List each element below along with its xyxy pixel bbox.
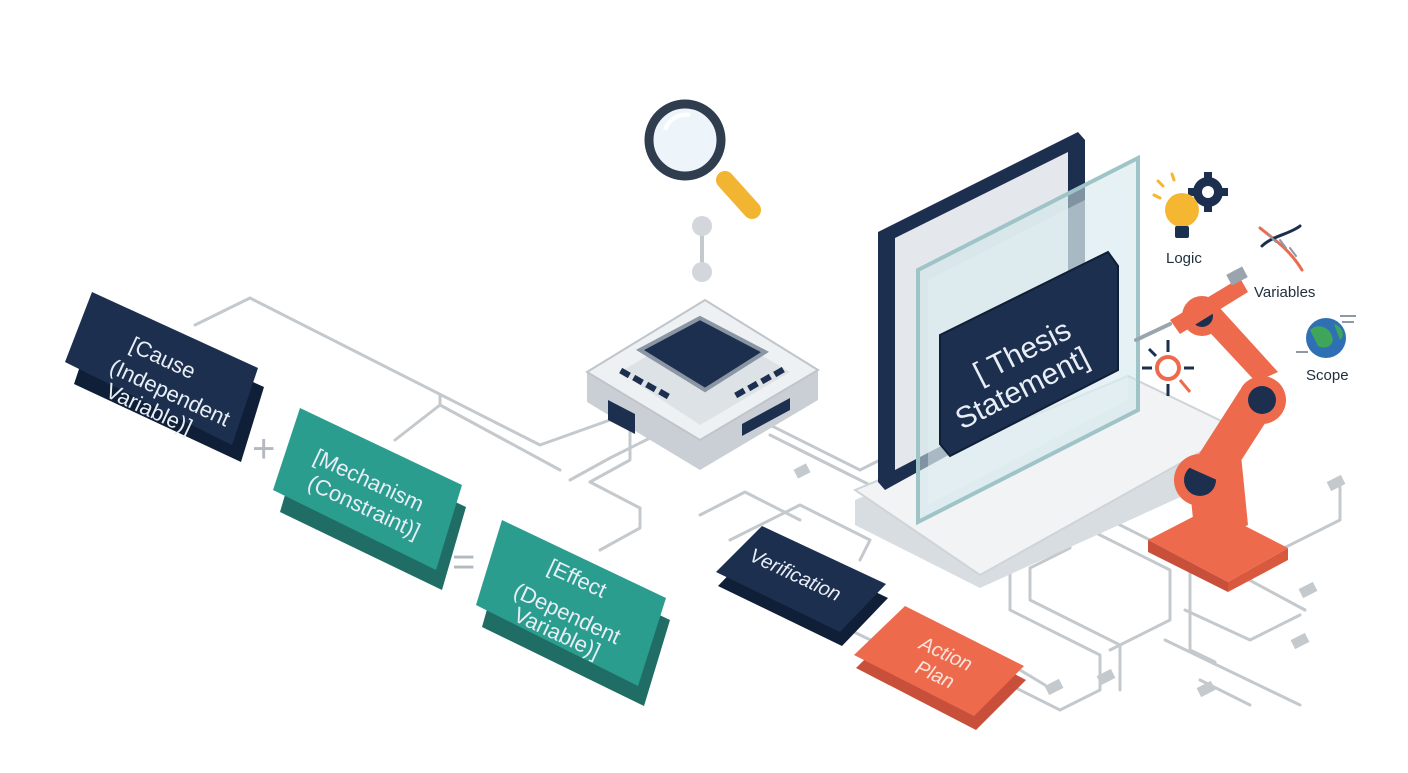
equals-operator: = — [452, 540, 475, 584]
effect-block: [Effect (Dependent Variable)] — [476, 520, 670, 706]
connector-pin — [692, 216, 712, 282]
target-arrows-icon — [1142, 340, 1194, 396]
logic-label: Logic — [1166, 250, 1202, 267]
variables-label: Variables — [1254, 284, 1315, 301]
mechanism-block: [Mechanism (Constraint)] — [273, 408, 466, 590]
chip-icon — [585, 298, 820, 470]
globe-icon — [1296, 315, 1356, 358]
action-plan-block: Action Plan — [854, 606, 1026, 730]
magnifier-icon — [644, 99, 761, 219]
cause-block: [Cause (Independent Variable)] — [65, 292, 264, 462]
dna-icon — [1258, 224, 1304, 272]
scope-label: Scope — [1306, 367, 1349, 384]
wire-terminals — [793, 463, 1346, 698]
lightbulb-gear-icon — [1152, 172, 1228, 238]
robot-arm-icon — [1134, 266, 1288, 592]
verification-block: Verification — [716, 526, 888, 646]
plus-operator: + — [252, 427, 275, 471]
